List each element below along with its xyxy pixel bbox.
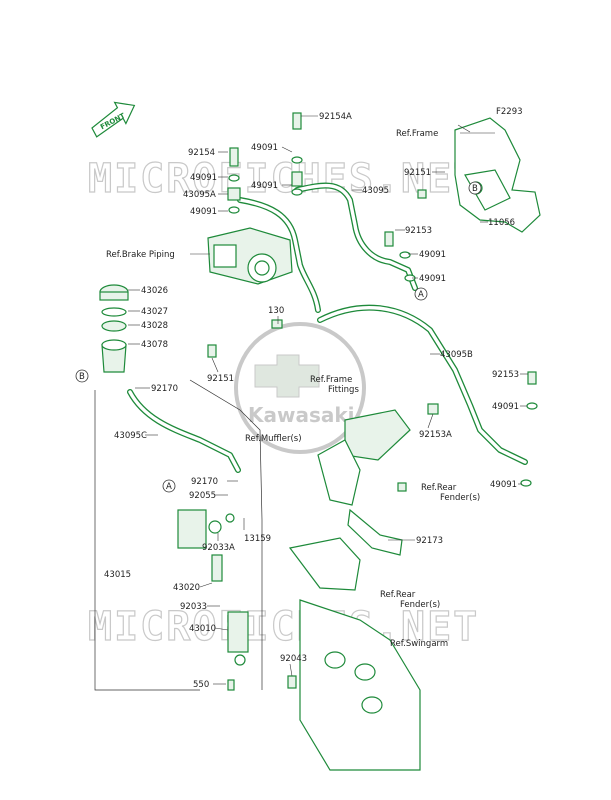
svg-text:B: B [472, 184, 478, 194]
reservoir-tank [101, 339, 127, 373]
part-49091-f: 49091 [419, 274, 446, 284]
part-130: 130 [268, 306, 284, 316]
ref-frame-fittings-2: Fittings [328, 385, 359, 395]
part-49091-b: 49091 [251, 181, 278, 191]
part-43026: 43026 [141, 286, 168, 296]
part-92153-b: 92153 [492, 370, 519, 380]
svg-text:Kawasaki: Kawasaki [248, 403, 355, 427]
part-11056: 11056 [488, 218, 515, 228]
part-13159: 13159 [244, 534, 271, 544]
part-43020: 43020 [173, 583, 200, 593]
part-92043: 92043 [280, 654, 307, 664]
ref-brake-piping: Ref.Brake Piping [106, 250, 175, 260]
part-92033A: 92033A [202, 543, 235, 553]
part-49091-g: 49091 [492, 402, 519, 412]
figure-id: F2293 [496, 107, 523, 117]
part-49091-c: 49091 [190, 173, 217, 183]
part-92153A: 92153A [419, 430, 452, 440]
part-92055: 92055 [189, 491, 216, 501]
part-92170-a: 92170 [151, 384, 178, 394]
svg-text:B: B [79, 372, 85, 382]
watermark-text-bottom: MICROFICHES.NET [88, 604, 479, 650]
diaphragm [101, 320, 127, 332]
callout-b-left: B [75, 369, 89, 383]
part-labels: 92154A 49091 49091 43095 92154 49091 430… [104, 112, 519, 690]
svg-text:A: A [166, 482, 172, 492]
part-43015: 43015 [104, 570, 131, 580]
part-92154A: 92154A [319, 112, 352, 122]
part-43095B: 43095B [440, 350, 473, 360]
callout-a-top: A [414, 287, 428, 301]
ref-frame: Ref.Frame [396, 129, 438, 139]
abs-unit [207, 227, 293, 285]
part-43028: 43028 [141, 321, 168, 331]
ref-rear-fender-1b: Fender(s) [440, 493, 480, 503]
part-92151-b: 92151 [207, 374, 234, 384]
leader-lines [128, 115, 528, 685]
rear-bracket [347, 508, 403, 556]
front-arrow-icon: FRONT [91, 101, 136, 138]
callout-b-top: B [468, 181, 482, 195]
part-92173: 92173 [416, 536, 443, 546]
part-43095A: 43095A [183, 190, 216, 200]
master-cylinder [177, 509, 249, 666]
part-43095C: 43095C [114, 431, 147, 441]
ref-rear-fender-2a: Ref.Rear [380, 590, 416, 600]
swingarm-area [288, 537, 421, 771]
ref-swingarm: Ref.Swingarm [390, 639, 448, 649]
watermark-text-top: MICROFICHES.NET [88, 156, 479, 202]
heel-guard [317, 409, 411, 506]
kawasaki-logo-watermark: Kawasaki [234, 322, 366, 454]
part-550: 550 [193, 680, 209, 690]
part-43078: 43078 [141, 340, 168, 350]
part-49091-a: 49091 [251, 143, 278, 153]
part-43095: 43095 [362, 186, 389, 196]
part-43010: 43010 [189, 624, 216, 634]
part-92033: 92033 [180, 602, 207, 612]
reservoir-cap [99, 284, 129, 301]
part-92153-a: 92153 [405, 226, 432, 236]
part-49091-d: 49091 [190, 207, 217, 217]
reference-labels: Ref.Frame Ref.Brake Piping Ref.Frame Fit… [106, 129, 480, 649]
ref-mufflers: Ref.Muffler(s) [245, 434, 302, 444]
part-49091-h: 49091 [490, 480, 517, 490]
ref-rear-fender-2b: Fender(s) [400, 600, 440, 610]
part-92154: 92154 [188, 148, 215, 158]
frame-bracket [454, 117, 541, 233]
callout-a-left: A [162, 479, 176, 493]
ref-rear-fender-1a: Ref.Rear [421, 483, 457, 493]
ref-frame-fittings-1: Ref.Frame [310, 375, 352, 385]
diaphragm-plate [101, 307, 127, 317]
part-43027: 43027 [141, 307, 168, 317]
part-49091-e: 49091 [419, 250, 446, 260]
part-92170-b: 92170 [191, 477, 218, 487]
svg-text:A: A [418, 290, 424, 300]
part-92151-a: 92151 [404, 168, 431, 178]
